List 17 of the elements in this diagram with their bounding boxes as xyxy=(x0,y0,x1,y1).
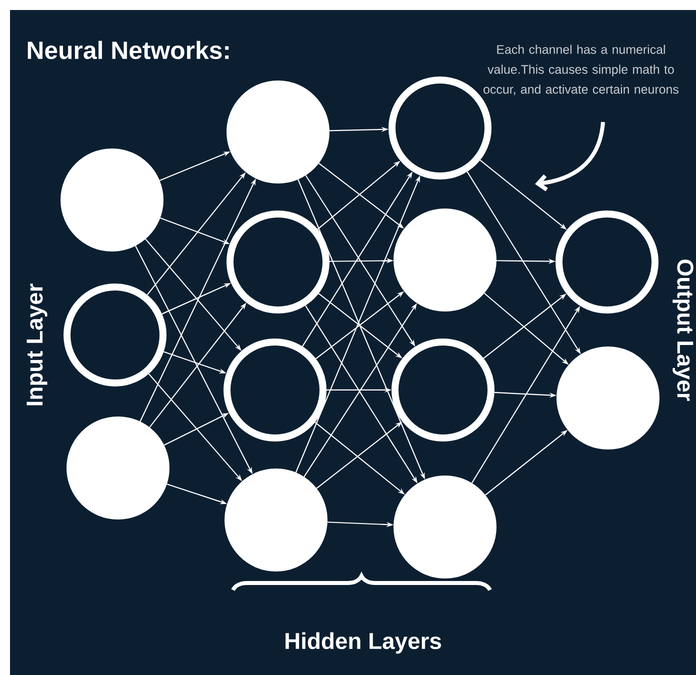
title: Neural Networks: xyxy=(28,40,229,60)
neuron-circle xyxy=(226,210,330,314)
neuron-circle xyxy=(392,338,494,442)
neuron-circle xyxy=(224,338,326,442)
neuron-circle xyxy=(60,148,164,252)
layer-label: Input Layer xyxy=(26,284,48,406)
neuron-circle xyxy=(64,283,166,386)
note-text: Each channel has a numerical value.This causes simple math to occur, and activate certain neurons xyxy=(484,44,678,96)
neuron-circle xyxy=(394,208,496,312)
neuron-circle xyxy=(394,475,496,578)
neuron-circle xyxy=(556,346,660,450)
neuron-circle xyxy=(224,468,328,572)
neuron-circle xyxy=(226,80,330,184)
neuron-circle xyxy=(556,210,658,314)
layer-label: Hidden Layers xyxy=(286,632,441,654)
layer-label: Output Layer xyxy=(672,260,694,401)
neuron-circle xyxy=(66,416,170,520)
